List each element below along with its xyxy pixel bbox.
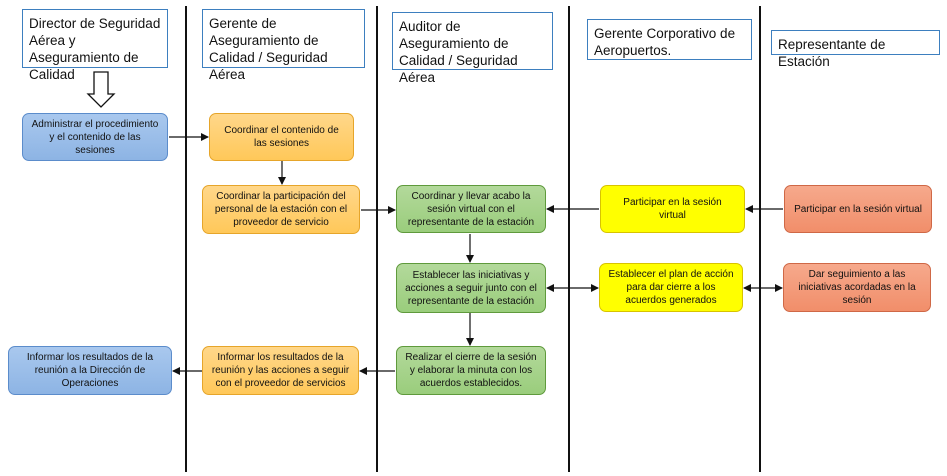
box-participar-representante: Participar en la sesión virtual xyxy=(784,185,932,233)
box-informar-director: Informar los resultados de la reunión a … xyxy=(8,346,172,395)
lane-separator xyxy=(185,6,187,472)
box-dar-seguimiento-text: Dar seguimiento a las iniciativas acorda… xyxy=(798,269,916,306)
box-participar-gerente-text: Participar en la sesión virtual xyxy=(623,197,722,221)
box-establecer-iniciativas-text: Establecer las iniciativas y acciones a … xyxy=(405,269,537,307)
lane-separator xyxy=(376,6,378,472)
box-dar-seguimiento: Dar seguimiento a las iniciativas acorda… xyxy=(783,263,931,312)
lane-header-auditor: Auditor de Aseguramiento de Calidad / Se… xyxy=(392,12,553,85)
box-realizar-cierre-text: Realizar el cierre de la sesión y elabor… xyxy=(405,352,537,389)
box-coordinar-contenido: Coordinar el contenido de las sesiones xyxy=(209,113,354,161)
box-realizar-cierre: Realizar el cierre de la sesión y elabor… xyxy=(396,346,546,395)
box-participar-gerente: Participar en la sesión virtual xyxy=(600,185,745,233)
box-administrar: Administrar el procedimiento y el conten… xyxy=(22,113,168,161)
box-coordinar-participacion: Coordinar la participación del personal … xyxy=(202,185,360,234)
lane-header-gerente-calidad: Gerente de Aseguramiento de Calidad / Se… xyxy=(202,9,365,82)
lane-separator xyxy=(568,6,570,472)
box-coordinar-sesion-text: Coordinar y llevar acabo la sesión virtu… xyxy=(407,190,535,228)
box-establecer-plan-text: Establecer el plan de acción para dar ci… xyxy=(608,269,734,306)
box-participar-representante-text: Participar en la sesión virtual xyxy=(794,203,922,215)
lane-header-director: Director de Seguridad Aérea y Aseguramie… xyxy=(22,9,168,82)
box-coordinar-sesion: Coordinar y llevar acabo la sesión virtu… xyxy=(396,185,546,233)
box-establecer-iniciativas: Establecer las iniciativas y acciones a … xyxy=(396,263,546,313)
lane-separator xyxy=(759,6,761,472)
box-informar-director-text: Informar los resultados de la reunión a … xyxy=(26,352,154,389)
box-informar-gerente-text: Informar los resultados de la reunión y … xyxy=(211,352,350,389)
box-establecer-plan: Establecer el plan de acción para dar ci… xyxy=(599,263,743,312)
box-coordinar-participacion-text: Coordinar la participación del personal … xyxy=(214,191,348,228)
box-coordinar-contenido-text: Coordinar el contenido de las sesiones xyxy=(224,125,339,149)
start-arrow xyxy=(86,71,116,108)
lane-header-representante: Representante de Estación xyxy=(771,30,940,69)
box-informar-gerente: Informar los resultados de la reunión y … xyxy=(202,346,359,395)
lane-header-gerente-aeropuertos: Gerente Corporativo de Aeropuertos. xyxy=(587,19,752,60)
box-administrar-text: Administrar el procedimiento y el conten… xyxy=(31,118,159,156)
